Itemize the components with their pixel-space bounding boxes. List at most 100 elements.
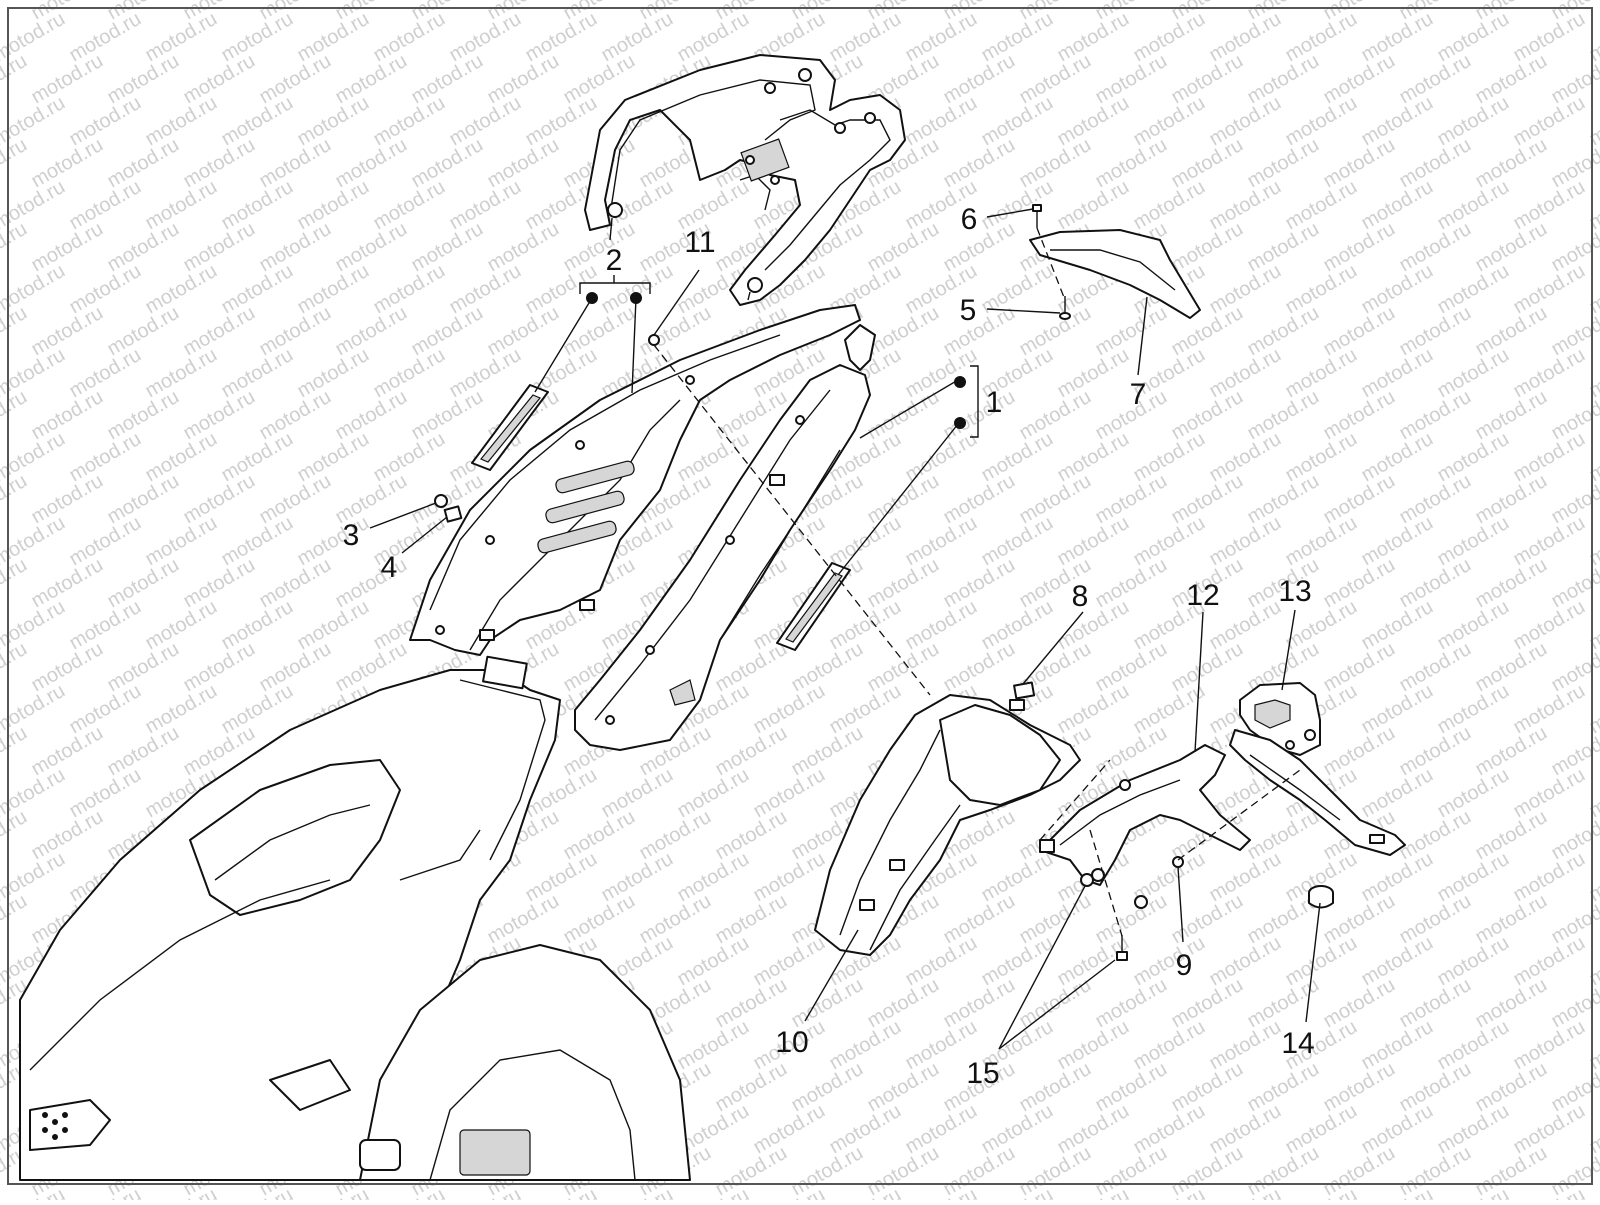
watermark-text: motod.ru (1206, 428, 1285, 487)
watermark-text: motod.ru (1016, 1058, 1095, 1117)
watermark-text: motod.ru (142, 1184, 221, 1200)
watermark-text: motod.ru (1168, 638, 1247, 697)
watermark-text: motod.ru (1434, 764, 1513, 823)
watermark-text: motod.ru (1206, 1100, 1285, 1159)
watermark-text: motod.ru (598, 8, 677, 67)
watermark-text: motod.ru (0, 806, 31, 865)
watermark-text: motod.ru (0, 890, 31, 949)
watermark-text: motod.ru (408, 218, 487, 277)
watermark-text: motod.ru (294, 176, 373, 235)
watermark-text: motod.ru (1130, 1100, 1209, 1159)
watermark-text: motod.ru (1054, 1184, 1133, 1200)
callout-13: 13 (1278, 575, 1311, 608)
watermark-text: motod.ru (1510, 512, 1589, 571)
watermark-text: motod.ru (408, 302, 487, 361)
watermark-text: motod.ru (1320, 1142, 1399, 1200)
watermark-text: motod.ru (370, 260, 449, 319)
watermark-text: motod.ru (1320, 134, 1399, 193)
watermark-text: motod.ru (1320, 974, 1399, 1033)
watermark-text: motod.ru (712, 638, 791, 697)
watermark-text: motod.ru (674, 764, 753, 823)
watermark-text: motod.ru (218, 428, 297, 487)
watermark-text: motod.ru (1510, 260, 1589, 319)
watermark-text: motod.ru (522, 260, 601, 319)
watermark-text: motod.ru (1206, 932, 1285, 991)
watermark-text: motod.ru (674, 848, 753, 907)
watermark-text: motod.ru (1054, 176, 1133, 235)
watermark-text: motod.ru (446, 8, 525, 67)
watermark-text: motod.ru (104, 50, 183, 109)
watermark-text: motod.ru (484, 302, 563, 361)
rubber-plug (1309, 886, 1333, 908)
watermark-text: motod.ru (1396, 806, 1475, 865)
watermark-text: motod.ru (978, 176, 1057, 235)
watermark-text: motod.ru (978, 92, 1057, 151)
watermark-text: motod.ru (104, 302, 183, 361)
watermark-text: motod.ru (1396, 470, 1475, 529)
watermark-text: motod.ru (180, 554, 259, 613)
watermark-text: motod.ru (1092, 470, 1171, 529)
watermark-text: motod.ru (864, 470, 943, 529)
watermark-text: motod.ru (0, 722, 31, 781)
watermark-text: motod.ru (104, 554, 183, 613)
watermark-text: motod.ru (446, 1184, 525, 1200)
watermark-text: motod.ru (1472, 1058, 1551, 1117)
watermark-text: motod.ru (940, 890, 1019, 949)
watermark-text: motod.ru (1320, 470, 1399, 529)
watermark-text: motod.ru (1016, 50, 1095, 109)
watermark-text: motod.ru (864, 1058, 943, 1117)
watermark-text: motod.ru (1510, 8, 1589, 67)
callout-7: 7 (1130, 378, 1147, 411)
watermark-text: motod.ru (484, 134, 563, 193)
watermark-text: motod.ru (1282, 428, 1361, 487)
watermark-text: motod.ru (1510, 764, 1589, 823)
watermark-text: motod.ru (66, 764, 145, 823)
watermark-text: motod.ru (1472, 50, 1551, 109)
watermark-text: motod.ru (1092, 1058, 1171, 1117)
watermark-text: motod.ru (1396, 722, 1475, 781)
watermark-text: motod.ru (1472, 1142, 1551, 1200)
watermark-text: motod.ru (826, 1184, 905, 1200)
watermark-text: motod.ru (142, 428, 221, 487)
watermark-text: motod.ru (1130, 512, 1209, 571)
watermark-text: motod.ru (1054, 512, 1133, 571)
watermark-text: motod.ru (1434, 1100, 1513, 1159)
watermark-text: motod.ru (1244, 218, 1323, 277)
watermark-text: motod.ru (1586, 1184, 1600, 1200)
screw-9 (1173, 857, 1183, 867)
callout-6: 6 (961, 203, 978, 236)
watermark-text: motod.ru (1282, 1184, 1361, 1200)
watermark-text: motod.ru (104, 218, 183, 277)
watermark-text: motod.ru (1434, 680, 1513, 739)
watermark-text: motod.ru (1016, 890, 1095, 949)
watermark-text: motod.ru (1282, 260, 1361, 319)
watermark-text: motod.ru (1434, 428, 1513, 487)
watermark-text: motod.ru (28, 638, 107, 697)
dot-2a (586, 292, 598, 304)
watermark-text: motod.ru (408, 386, 487, 445)
watermark-text: motod.ru (370, 344, 449, 403)
watermark-text: motod.ru (902, 932, 981, 991)
watermark-text: motod.ru (978, 1184, 1057, 1200)
watermark-text: motod.ru (1244, 470, 1323, 529)
watermark-text: motod.ru (28, 50, 107, 109)
watermark-text: motod.ru (1510, 596, 1589, 655)
watermark-text: motod.ru (1016, 1142, 1095, 1200)
watermark-text: motod.ru (1282, 512, 1361, 571)
watermark-text: motod.ru (1510, 1100, 1589, 1159)
watermark-text: motod.ru (522, 92, 601, 151)
watermark-text: motod.ru (1320, 218, 1399, 277)
watermark-text: motod.ru (142, 680, 221, 739)
watermark-text: motod.ru (1396, 554, 1475, 613)
watermark-text: motod.ru (1206, 176, 1285, 235)
watermark-text: motod.ru (1092, 50, 1171, 109)
watermark-text: motod.ru (484, 890, 563, 949)
watermark-text: motod.ru (978, 512, 1057, 571)
watermark-text: motod.ru (1434, 176, 1513, 235)
watermark-text: motod.ru (940, 134, 1019, 193)
watermark-text: motod.ru (180, 386, 259, 445)
watermark-text: motod.ru (1510, 176, 1589, 235)
watermark-text: motod.ru (0, 134, 31, 193)
callout-9: 9 (1176, 949, 1193, 982)
